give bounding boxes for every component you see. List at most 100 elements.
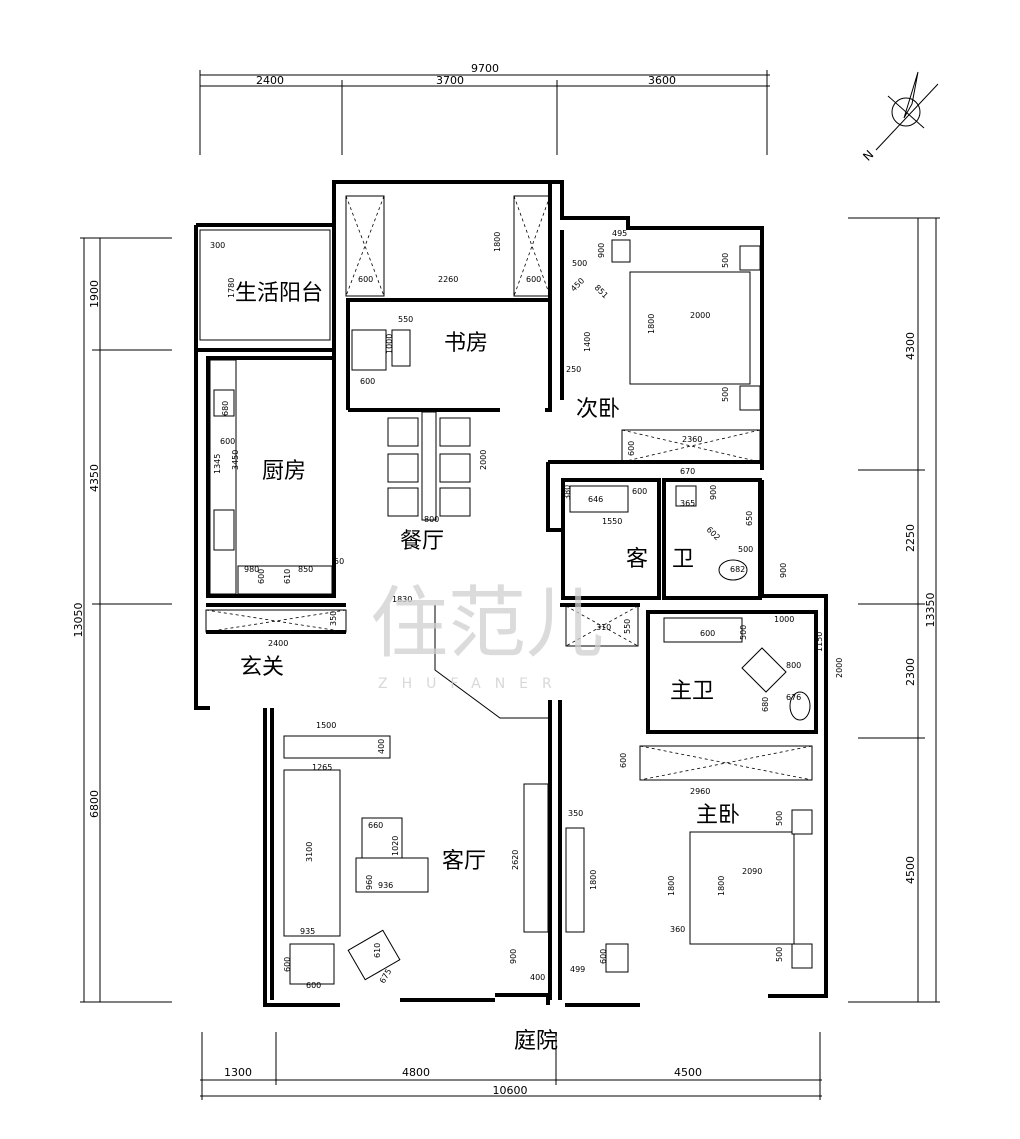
north-compass: N	[860, 71, 939, 164]
dim-1800b: 1800	[647, 314, 656, 334]
inner-dimensions: 300 1780 600 2260 600 1800 550 1000 600 …	[210, 229, 844, 990]
label-master-bath: 主卫	[670, 679, 714, 704]
right-seg-2: 2250	[904, 524, 917, 552]
dim-2260: 2260	[438, 275, 458, 284]
dim-600k: 600	[599, 949, 608, 964]
walls	[194, 180, 828, 1007]
dim-600a: 600	[358, 275, 373, 284]
dim-600c: 600	[360, 377, 375, 386]
dim-495: 495	[612, 229, 627, 238]
dim-900b: 900	[709, 485, 718, 500]
dim-2360: 2360	[682, 435, 702, 444]
label-living-balcony: 生活阳台	[235, 281, 323, 306]
dim-670: 670	[680, 467, 695, 476]
label-guest-bath-1: 客	[626, 547, 648, 572]
room-labels: 生活阳台 书房 次卧 厨房 餐厅 客 卫 玄关 主卫 客厅 主卧 庭院	[235, 281, 740, 1054]
bottom-seg-2: 4800	[402, 1066, 430, 1079]
dim-1800d: 1800	[667, 876, 676, 896]
dim-646: 646	[588, 495, 603, 504]
dim-310: 310	[596, 623, 611, 632]
dim-980: 980	[244, 565, 259, 574]
right-seg-3: 2300	[904, 658, 917, 686]
dim-400b: 400	[530, 973, 545, 982]
bottom-total-dim: 10600	[493, 1084, 528, 1097]
dim-2090: 2090	[742, 867, 762, 876]
furniture	[209, 239, 813, 985]
dim-936: 936	[378, 881, 393, 890]
dim-680: 680	[221, 401, 230, 416]
left-seg-2: 4350	[88, 464, 101, 492]
dim-500c: 500	[721, 387, 730, 402]
dim-1000b: 1000	[774, 615, 794, 624]
dim-1400: 1400	[583, 332, 592, 352]
dim-600g: 600	[632, 487, 647, 496]
left-seg-3: 6800	[88, 790, 101, 818]
dim-2000c: 2000	[835, 658, 844, 678]
dim-2400: 2400	[268, 639, 288, 648]
label-entrance: 玄关	[240, 655, 284, 680]
label-dining: 餐厅	[400, 529, 444, 554]
label-living-room: 客厅	[442, 849, 486, 874]
dim-1800a: 1800	[493, 232, 502, 252]
dim-2960: 2960	[690, 787, 710, 796]
left-seg-1: 1900	[88, 280, 101, 308]
dim-900d: 900	[509, 949, 518, 964]
label-guest-bath-2: 卫	[672, 547, 694, 572]
top-dimension: 9700 2400 3700 3600	[199, 62, 770, 155]
dim-800: 800	[424, 515, 439, 524]
dim-600h: 600	[700, 629, 715, 638]
dim-800b: 800	[786, 661, 801, 670]
dim-660: 660	[368, 821, 383, 830]
dim-350b: 350	[568, 809, 583, 818]
north-label: N	[860, 148, 876, 164]
dim-500e: 500	[739, 625, 748, 640]
dim-600d: 600	[627, 441, 636, 456]
dim-250: 250	[566, 365, 581, 374]
label-kitchen: 厨房	[262, 459, 306, 484]
dim-400: 400	[377, 739, 386, 754]
dim-1020: 1020	[391, 836, 400, 856]
dim-2000: 2000	[690, 311, 710, 320]
dim-2620: 2620	[511, 850, 520, 870]
dim-851: 851	[593, 283, 610, 300]
dim-1800c: 1800	[589, 870, 598, 890]
label-master-bedroom: 主卧	[696, 803, 740, 828]
dim-500d: 500	[738, 545, 753, 554]
dim-499: 499	[570, 965, 585, 974]
right-seg-1: 4300	[904, 332, 917, 360]
top-total-dim: 9700	[471, 62, 499, 75]
dim-600l: 600	[619, 753, 628, 768]
bottom-seg-3: 4500	[674, 1066, 702, 1079]
dim-900: 900	[597, 243, 606, 258]
dim-1345: 1345	[213, 454, 222, 474]
dim-1800e: 1800	[717, 876, 726, 896]
dim-935: 935	[300, 927, 315, 936]
top-seg-3: 3600	[648, 74, 676, 87]
wardrobes	[205, 195, 813, 781]
dim-602: 602	[705, 525, 722, 542]
dim-3100: 3100	[305, 842, 314, 862]
dim-1550: 1550	[602, 517, 622, 526]
dim-850: 850	[298, 565, 313, 574]
left-dimension: 13050 1900 4350 6800	[72, 237, 172, 1003]
dim-500g: 500	[775, 947, 784, 962]
right-seg-4: 4500	[904, 856, 917, 884]
dim-365: 365	[680, 499, 695, 508]
dim-360: 360	[670, 925, 685, 934]
label-second-bedroom: 次卧	[576, 397, 620, 422]
dim-600b: 600	[526, 275, 541, 284]
label-courtyard: 庭院	[514, 1029, 558, 1054]
dim-500b: 500	[721, 253, 730, 268]
left-total-dim: 13050	[72, 603, 85, 638]
bottom-dimension: 1300 4800 4500 10600	[200, 1032, 822, 1100]
right-total-dim: 13350	[924, 593, 937, 628]
dim-500a: 500	[572, 259, 587, 268]
dim-900c: 900	[779, 563, 788, 578]
dim-1150: 1150	[815, 632, 824, 652]
right-dimension: 13350 4300 2250 2300 4500	[848, 217, 940, 1003]
dim-680b: 680	[761, 697, 770, 712]
dim-550: 550	[398, 315, 413, 324]
dim-550b: 550	[623, 619, 632, 634]
dim-350: 350	[329, 611, 338, 626]
